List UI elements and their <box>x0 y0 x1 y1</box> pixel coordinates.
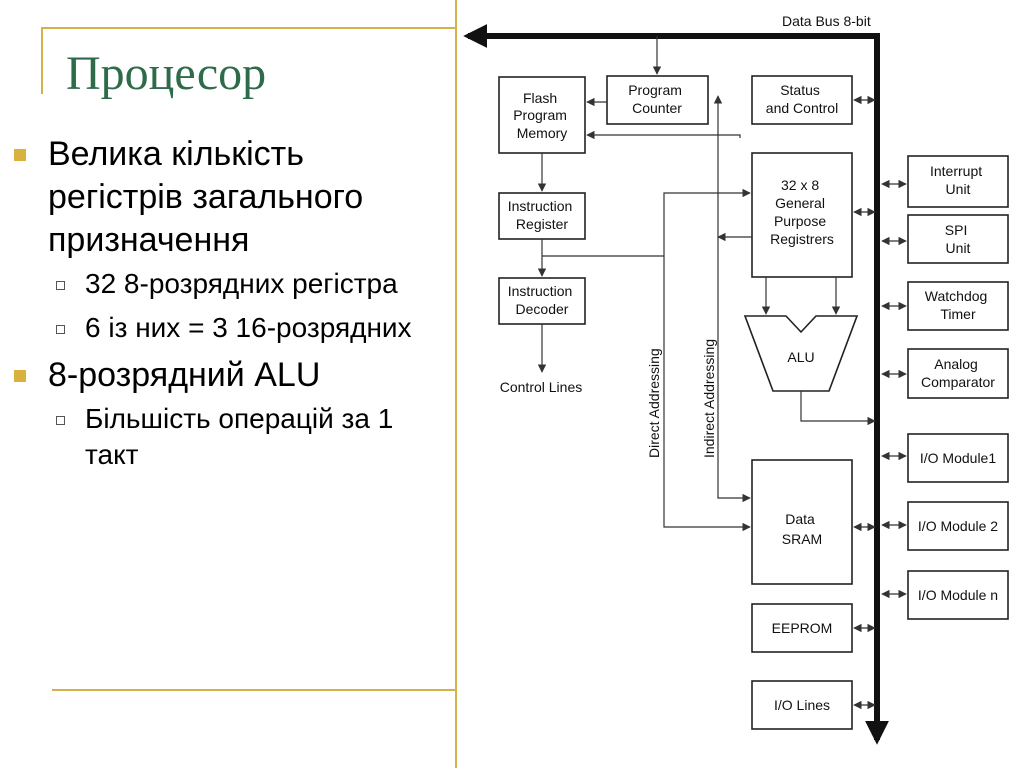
sub-bullet-item: 32 8-розрядних регістра <box>56 266 444 302</box>
square-bullet-icon <box>14 149 26 161</box>
decor-divider-line <box>455 0 457 768</box>
decor-vertical-line <box>41 28 43 94</box>
instruction-decoder-block <box>498 277 586 325</box>
sub-bullet-item: Більшість операцій за 1 такт <box>56 401 444 473</box>
watchdog-timer-label: Watchdog Timer <box>925 288 991 322</box>
bullet-item: Велика кількість регістрів загального пр… <box>14 133 444 262</box>
analog-comparator-block <box>907 348 1009 399</box>
decor-top-line <box>41 27 455 29</box>
alu-block <box>743 315 859 392</box>
io-lines-label: I/O Lines <box>774 697 830 713</box>
decor-bottom-line <box>52 689 455 691</box>
diagram-svg: Data Bus 8-bit Flash Program Memory Prog… <box>463 13 1009 745</box>
data-sram-label: Data SRAM <box>782 511 822 547</box>
alu-label: ALU <box>787 349 814 365</box>
direct-addressing-label: Direct Addressing <box>646 348 662 458</box>
hollow-square-bullet-icon <box>56 281 65 290</box>
watchdog-timer-block <box>907 281 1009 331</box>
analog-comparator-label: Analog Comparator <box>921 356 995 390</box>
program-counter-block <box>606 75 709 125</box>
data-bus <box>463 23 889 745</box>
bullet-list: Велика кількість регістрів загального пр… <box>14 133 444 481</box>
bullet-text: Велика кількість регістрів загального пр… <box>48 135 364 259</box>
flash-memory-label: Flash Program Memory <box>513 90 571 141</box>
status-control-label: Status and Control <box>766 82 838 116</box>
status-control-block <box>751 75 853 125</box>
gpr-label: 32 x 8 General Purpose Registrers <box>770 177 834 247</box>
control-lines-label: Control Lines <box>500 379 583 395</box>
eeprom-label: EEPROM <box>772 620 833 636</box>
hollow-square-bullet-icon <box>56 416 65 425</box>
diagram-connections <box>537 36 907 710</box>
square-bullet-icon <box>14 370 26 382</box>
hollow-square-bullet-icon <box>56 325 65 334</box>
slide-title: Процесор <box>66 47 267 100</box>
bullet-item: 8-розрядний ALU <box>14 354 444 397</box>
spi-unit-block <box>907 214 1009 264</box>
gpr-block <box>751 152 853 278</box>
sub-bullet-text: 32 8-розрядних регістра <box>85 268 398 299</box>
program-counter-label: Program Counter <box>628 82 686 116</box>
io-module-n-label: I/O Module n <box>918 587 998 603</box>
interrupt-unit-label: Interrupt Unit <box>930 163 986 197</box>
sub-bullet-text: Більшість операцій за 1 такт <box>85 403 394 470</box>
io-module-n-block <box>907 570 1009 620</box>
data-bus-label: Data Bus 8-bit <box>782 13 871 29</box>
data-sram-block <box>751 459 853 585</box>
io-lines-block <box>751 680 853 730</box>
sub-bullet-text: 6 із них = 3 16-розрядних <box>85 312 412 343</box>
avr-block-diagram: Data Bus 8-bit Flash Program Memory Prog… <box>458 0 1024 768</box>
io-module-1-block <box>907 433 1009 483</box>
instruction-register-label: Instruction Register <box>508 198 576 232</box>
spi-unit-label: SPI Unit <box>945 222 971 256</box>
interrupt-unit-block <box>907 155 1009 208</box>
indirect-addressing-label: Indirect Addressing <box>701 339 717 458</box>
bullet-text: 8-розрядний ALU <box>48 356 321 394</box>
eeprom-block <box>751 603 853 653</box>
io-module-2-label: I/O Module 2 <box>918 518 998 534</box>
io-module-2-block <box>907 501 1009 551</box>
sub-bullet-item: 6 із них = 3 16-розрядних <box>56 310 444 346</box>
io-module-1-label: I/O Module1 <box>920 450 996 466</box>
instruction-decoder-label: Instruction Decoder <box>508 283 576 317</box>
